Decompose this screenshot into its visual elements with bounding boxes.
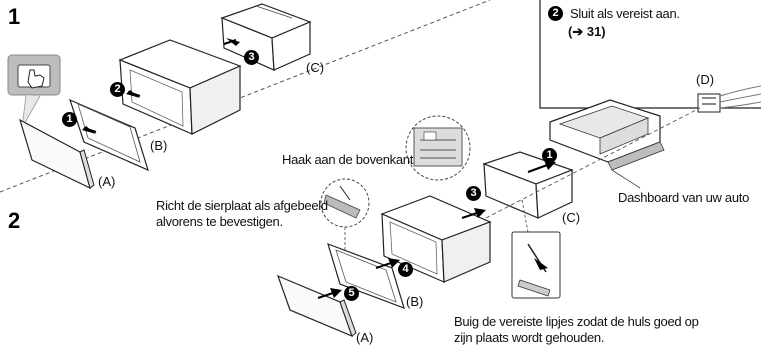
dashboard-leader (611, 169, 641, 189)
part-label-a-step2: (A) (356, 330, 374, 345)
faceplate-a-step2 (276, 274, 357, 338)
hook-zoom-circle (320, 178, 370, 228)
callout-page-ref[interactable]: (➔ 31) (568, 24, 606, 39)
insertion-guide (485, 107, 701, 219)
faceplate-a-step1 (19, 118, 95, 190)
step1-badge-2: 2 (110, 82, 125, 97)
unit-step2 (380, 195, 492, 283)
part-label-c-step1: (C) (306, 60, 325, 75)
step1-badge-1: 1 (62, 112, 77, 127)
tab-bend-inset (511, 231, 561, 299)
step2-arrows (317, 160, 556, 299)
bend-tabs-annotation-line2: zijn plaats wordt gehouden. (454, 330, 605, 345)
sleeve-c-step1 (220, 3, 312, 71)
trim-plate-b-step1 (69, 98, 149, 172)
step1-badge-3: 3 (244, 50, 259, 65)
sleeve-c-step2 (482, 151, 574, 219)
step2-badge-3: 3 (466, 186, 481, 201)
connector-zoom-circle (405, 115, 471, 181)
align-plate-annotation-line2: alvorens te bevestigen. (156, 214, 283, 229)
step1-arrows (82, 38, 240, 134)
bend-tabs-annotation-line1: Buig de vereiste lipjes zodat de huls go… (454, 314, 699, 329)
step2-badge-5: 5 (344, 286, 359, 301)
part-label-c-step2: (C) (562, 210, 581, 225)
dashboard-annotation: Dashboard van uw auto (618, 190, 750, 205)
callout-text: Sluit als vereist aan. (570, 6, 680, 21)
step2-badge-4: 4 (398, 262, 413, 277)
step-label-2: 2 (8, 208, 21, 233)
part-label-b-step2: (B) (406, 294, 424, 309)
part-label-d: (D) (696, 72, 715, 87)
hook-top-annotation: Haak aan de bovenkant (282, 152, 414, 167)
callout-step-badge: 2 (548, 6, 563, 21)
align-plate-annotation-line1: Richt de sierplaat als afgebeeld (156, 198, 328, 213)
release-button-icon (7, 54, 61, 96)
part-label-a-step1: (A) (98, 174, 116, 189)
step-label-1: 1 (8, 4, 21, 29)
part-label-b-step1: (B) (150, 138, 168, 153)
tab-leader (521, 199, 529, 233)
callout-frame (539, 0, 761, 109)
dashboard (549, 99, 665, 171)
trim-plate-b-step2 (327, 243, 405, 309)
unit-step1 (118, 39, 242, 135)
step2-badge-1: 1 (542, 148, 557, 163)
cable-d (697, 85, 761, 113)
